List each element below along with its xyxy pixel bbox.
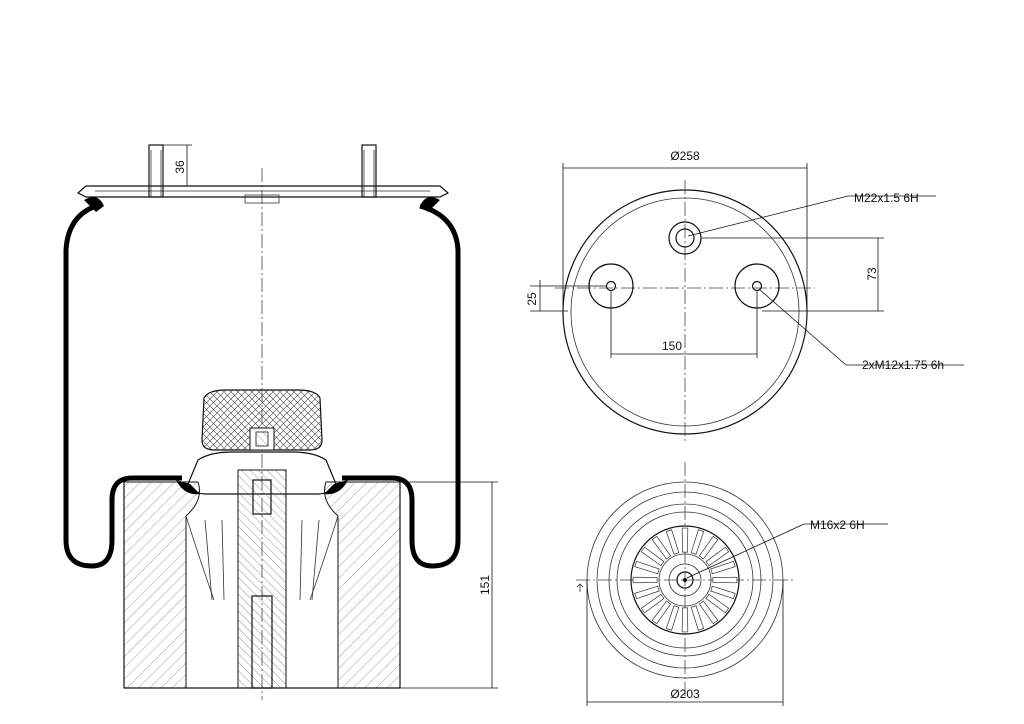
piston-body bbox=[123, 481, 401, 689]
piston-rib bbox=[690, 605, 705, 631]
piston-rib bbox=[640, 593, 665, 614]
piston-rib bbox=[710, 585, 736, 600]
piston-rib bbox=[640, 546, 665, 567]
piston-rib bbox=[665, 605, 680, 631]
piston-ring-2 bbox=[608, 503, 762, 657]
rubber-bellow bbox=[63, 203, 461, 569]
dim-offset-73-label: 73 bbox=[865, 267, 879, 281]
piston-hub-outer bbox=[658, 553, 712, 607]
piston-rib bbox=[710, 560, 736, 575]
callout-bolt-label: M16x2 6H bbox=[810, 518, 865, 532]
piston-rib bbox=[651, 600, 672, 625]
piston-hub-middle bbox=[668, 563, 702, 597]
dim-piston-height-label: 151 bbox=[478, 575, 492, 595]
rubber-bumper bbox=[201, 389, 323, 451]
dim-spacing-150-label: 150 bbox=[662, 339, 682, 353]
dim-offset-73: 73 bbox=[701, 237, 884, 312]
piston-bolt-hole bbox=[676, 571, 694, 589]
piston-top-cap bbox=[176, 451, 348, 495]
dim-offset-25: 25 bbox=[525, 280, 607, 312]
piston-ring-3 bbox=[616, 511, 754, 649]
piston-center-point bbox=[683, 578, 687, 582]
piston-center-post bbox=[237, 469, 287, 689]
piston-ring-1 bbox=[596, 491, 774, 669]
mounting-stud-left bbox=[148, 144, 164, 198]
piston-rib bbox=[698, 535, 719, 560]
piston-rib bbox=[665, 529, 680, 555]
dim-bottom-diameter: Ø203 bbox=[586, 580, 784, 706]
piston-rib bbox=[634, 560, 660, 575]
top-view: Ø258 73 25 150 M22x1.5 6H bbox=[525, 149, 964, 444]
piston-rib bbox=[681, 607, 689, 633]
callout-studs-label: 2xM12x1.75 6h bbox=[862, 358, 944, 372]
piston-rib bbox=[690, 529, 705, 555]
top-bead-plate bbox=[76, 185, 450, 204]
piston-rib bbox=[632, 576, 658, 584]
side-section-view: 36 bbox=[63, 144, 498, 700]
piston-rib bbox=[712, 576, 738, 584]
dim-stud-height-label: 36 bbox=[173, 160, 187, 174]
dim-top-diameter: Ø258 bbox=[562, 149, 808, 312]
dim-top-diameter-label: Ø258 bbox=[670, 149, 700, 163]
dim-offset-25-label: 25 bbox=[525, 292, 539, 306]
piston-rib bbox=[681, 527, 689, 553]
callout-bolt: M16x2 6H bbox=[686, 518, 888, 579]
orientation-arrow-icon bbox=[576, 583, 584, 592]
callout-air-fitting: M22x1.5 6H bbox=[687, 191, 936, 237]
piston-rib bbox=[651, 535, 672, 560]
piston-rib bbox=[705, 546, 730, 567]
piston-rib bbox=[698, 600, 719, 625]
dim-bottom-diameter-label: Ø203 bbox=[670, 687, 700, 701]
piston-rib bbox=[634, 585, 660, 600]
dim-piston-height: 151 bbox=[400, 481, 498, 689]
dim-stud-height: 36 bbox=[163, 144, 192, 187]
bottom-view: Ø203 M16x2 6H bbox=[576, 462, 888, 706]
piston-rib-outer bbox=[630, 525, 740, 635]
mounting-stud-right bbox=[361, 144, 377, 198]
callout-studs: 2xM12x1.75 6h bbox=[758, 288, 964, 372]
callout-air-fitting-label: M22x1.5 6H bbox=[854, 191, 919, 205]
piston-rib bbox=[705, 593, 730, 614]
piston-ribs bbox=[632, 527, 738, 633]
dim-spacing-150: 150 bbox=[610, 290, 758, 358]
